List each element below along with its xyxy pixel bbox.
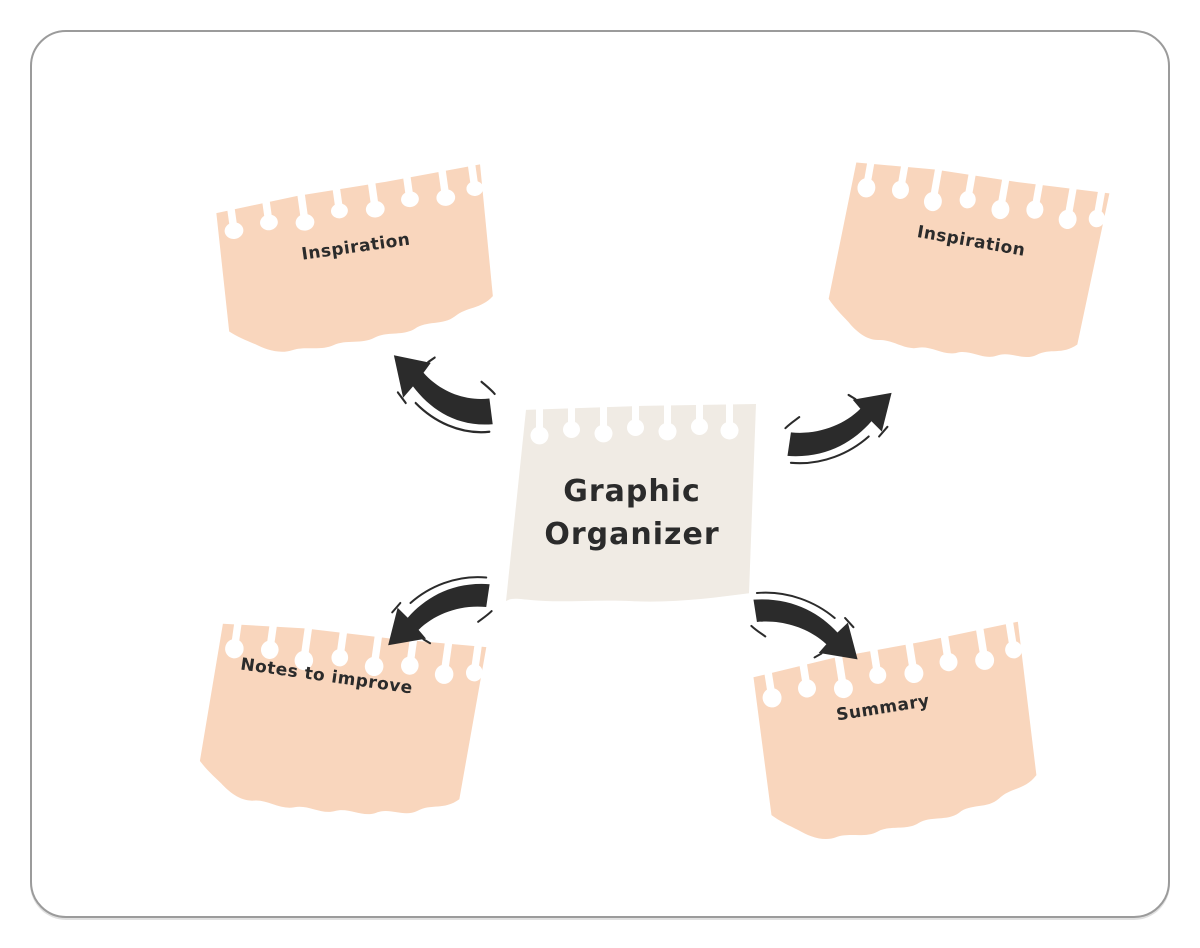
canvas-frame: Inspiration Inspiration Notes to improve… bbox=[30, 30, 1170, 918]
torn-paper-shape bbox=[822, 139, 1112, 378]
note-top-right[interactable]: Inspiration bbox=[815, 138, 1117, 403]
curved-arrow-bottom-right-icon[interactable] bbox=[750, 572, 868, 664]
note-top-left[interactable]: Inspiration bbox=[206, 155, 512, 382]
center-label-line2: Organizer bbox=[544, 517, 720, 553]
curved-arrow-top-left-icon[interactable] bbox=[384, 350, 496, 456]
note-center-label: Graphic Organizer bbox=[502, 470, 762, 557]
note-center[interactable]: Graphic Organizer bbox=[502, 400, 762, 612]
center-label-line1: Graphic bbox=[563, 473, 701, 509]
curved-arrow-bottom-left-icon[interactable] bbox=[378, 556, 493, 650]
curved-arrow-top-right-icon[interactable] bbox=[784, 388, 902, 485]
